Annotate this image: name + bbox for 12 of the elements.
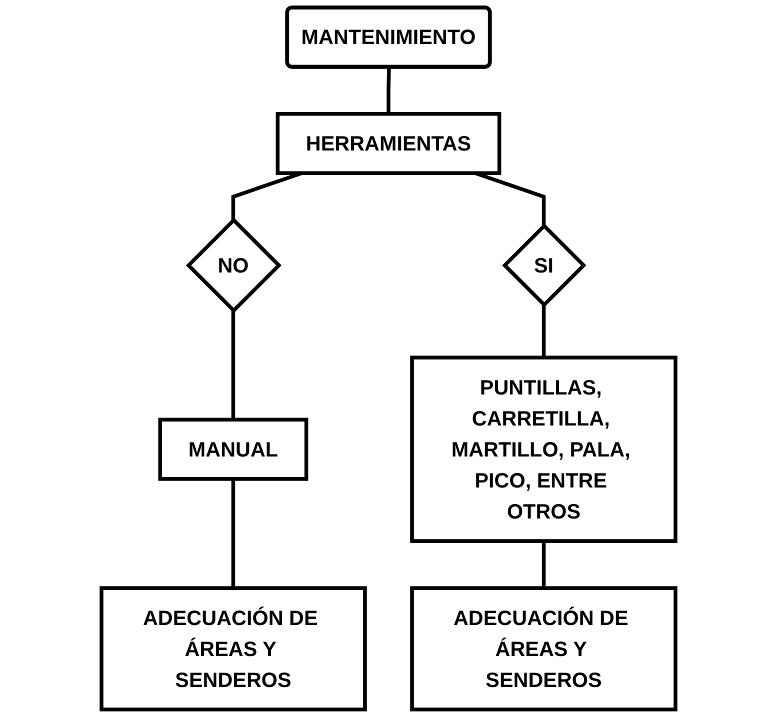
node-diamond [186, 218, 282, 314]
connector [231, 310, 236, 420]
connector [386, 67, 391, 114]
connector [542, 541, 546, 588]
connector [231, 478, 236, 588]
node-box [410, 586, 678, 712]
node-box [410, 356, 678, 543]
node-diamond [502, 223, 586, 308]
node-box [276, 112, 502, 176]
connector [542, 304, 546, 358]
node-box [100, 586, 367, 712]
node-box [158, 418, 308, 481]
